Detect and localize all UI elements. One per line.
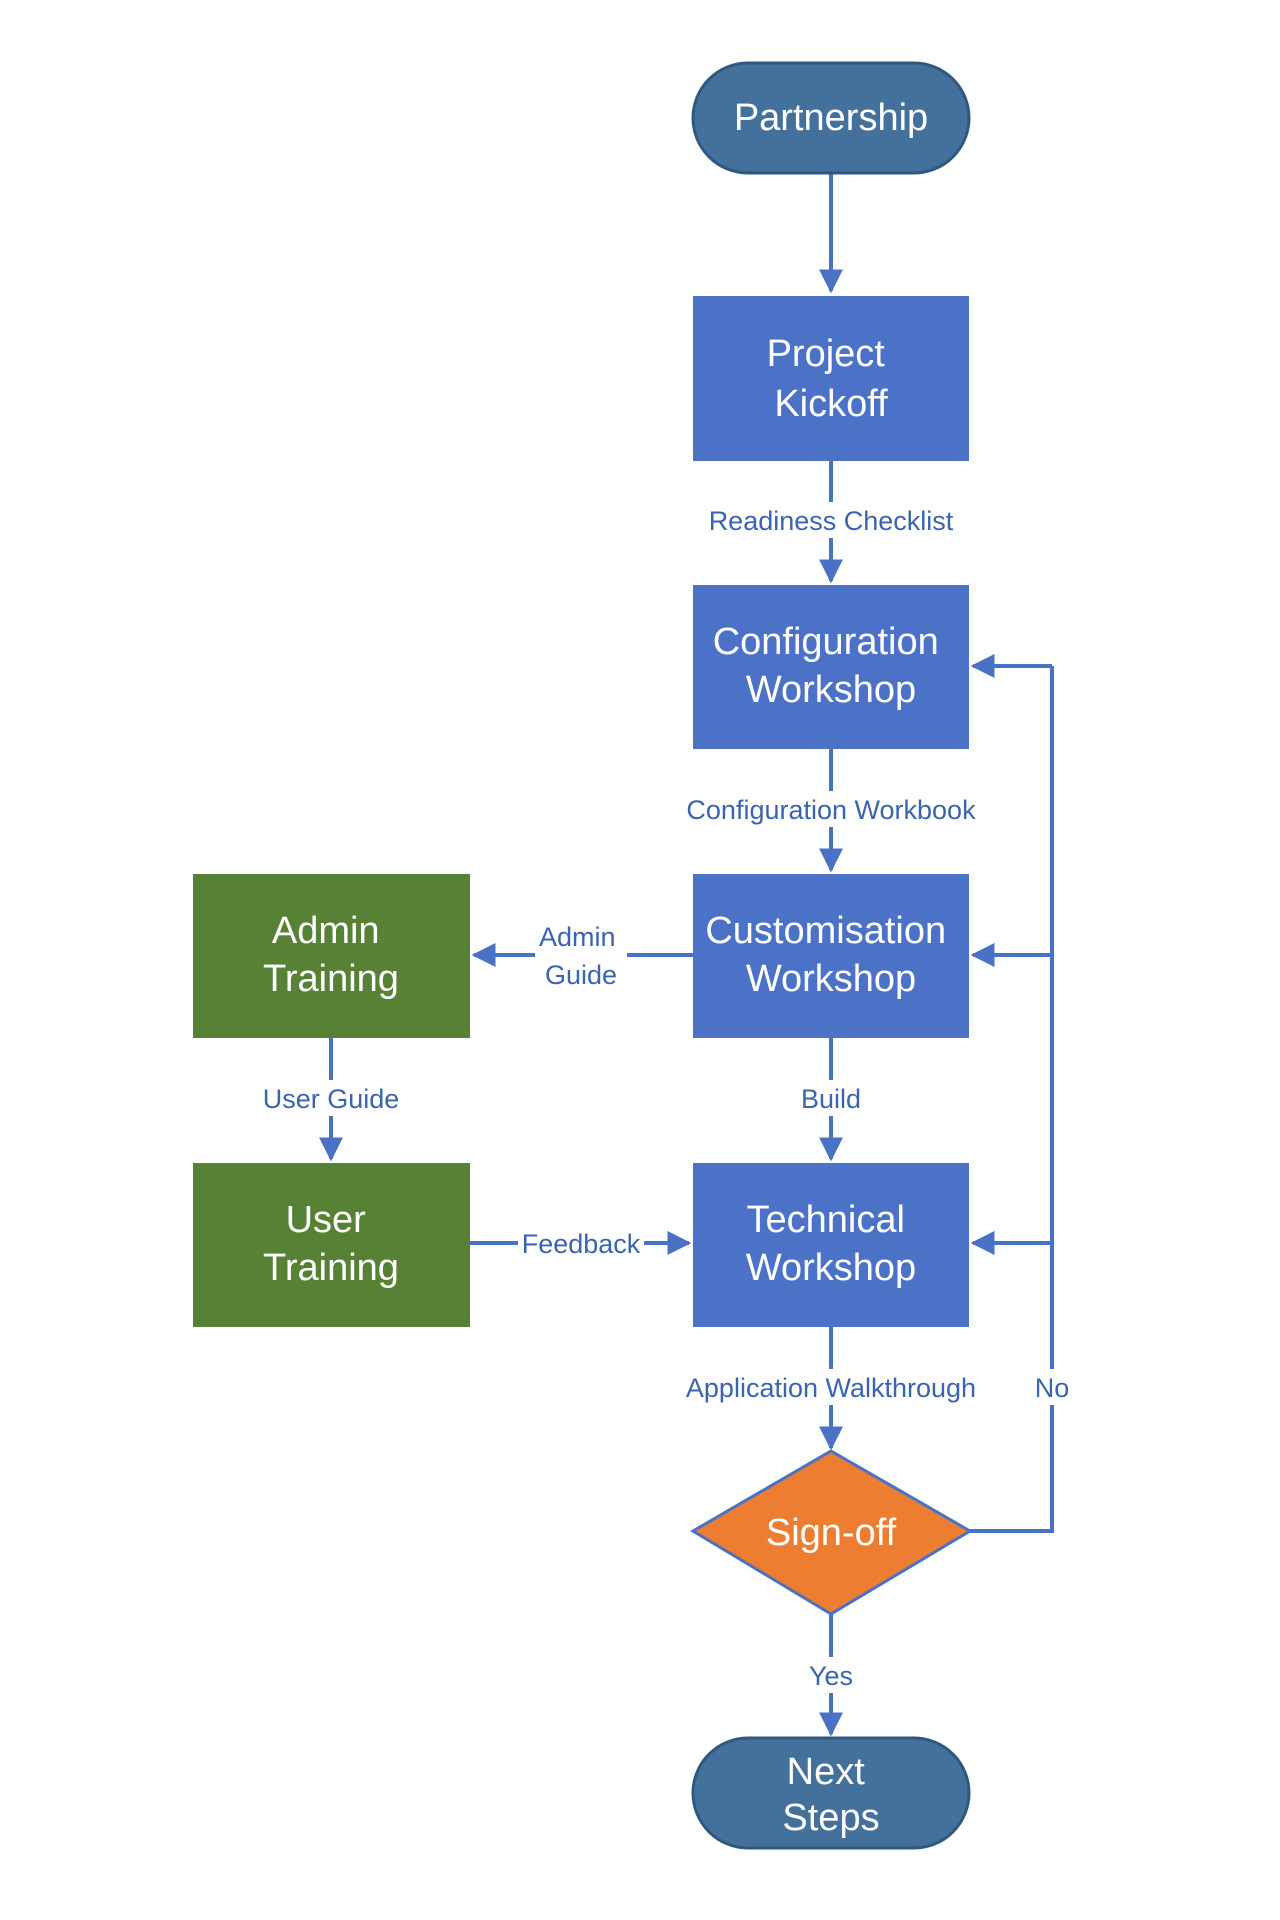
node-technical-workshop: Technical Workshop — [693, 1163, 969, 1327]
svg-text:Partnership: Partnership — [734, 97, 928, 139]
svg-text:No: No — [1035, 1373, 1070, 1403]
svg-text:Admin Guide: Admin Guide — [539, 922, 623, 990]
svg-text:User Training: User Training — [263, 1199, 399, 1289]
svg-text:Customisation Workshop: Customisation Workshop — [705, 910, 956, 1000]
edge-label-no: No — [1030, 1369, 1074, 1405]
edge-label-admin-guide: Admin Guide — [535, 918, 627, 994]
process-shape — [693, 296, 969, 461]
svg-text:Configuration Workbook: Configuration Workbook — [686, 795, 976, 825]
svg-text:Build: Build — [801, 1084, 861, 1114]
edge-label-application-walkthrough: Application Walkthrough — [668, 1369, 994, 1405]
node-next-steps: Next Steps — [691, 1736, 971, 1850]
edge-label-readiness-checklist: Readiness Checklist — [700, 502, 962, 538]
svg-text:Next Steps: Next Steps — [782, 1751, 879, 1839]
edge-label-feedback: Feedback — [518, 1225, 644, 1261]
edge-label-configuration-workbook: Configuration Workbook — [668, 791, 994, 827]
svg-text:Feedback: Feedback — [522, 1229, 641, 1259]
node-configuration-workshop: Configuration Workshop — [693, 585, 969, 749]
process-shape — [693, 874, 969, 1038]
process-shape — [193, 874, 470, 1038]
terminal-shape — [691, 1736, 971, 1850]
node-user-training: User Training — [193, 1163, 470, 1327]
process-shape — [693, 585, 969, 749]
node-admin-training: Admin Training — [193, 874, 470, 1038]
svg-text:Configuration Workshop: Configuration Workshop — [713, 621, 950, 711]
node-customisation-workshop: Customisation Workshop — [693, 874, 969, 1038]
decision-shape — [690, 1449, 973, 1616]
edge-label-user-guide: User Guide — [256, 1080, 406, 1116]
process-shape — [193, 1163, 470, 1327]
svg-text:Application Walkthrough: Application Walkthrough — [686, 1373, 976, 1403]
svg-text:Yes: Yes — [809, 1661, 853, 1691]
node-sign-off: Sign-off — [690, 1449, 973, 1616]
svg-text:Sign-off: Sign-off — [766, 1512, 897, 1554]
terminal-shape — [691, 61, 971, 175]
edge-label-yes: Yes — [804, 1657, 858, 1693]
process-shape — [693, 1163, 969, 1327]
svg-text:User Guide: User Guide — [263, 1084, 400, 1114]
node-partnership: Partnership — [691, 61, 971, 175]
edge-label-build: Build — [792, 1080, 870, 1116]
svg-text:Admin Training: Admin Training — [263, 910, 399, 1000]
svg-text:Project Kickoff: Project Kickoff — [767, 333, 896, 425]
svg-text:Technical Workshop: Technical Workshop — [746, 1199, 916, 1289]
svg-text:Readiness Checklist: Readiness Checklist — [709, 506, 954, 536]
node-project-kickoff: Project Kickoff — [693, 296, 969, 461]
